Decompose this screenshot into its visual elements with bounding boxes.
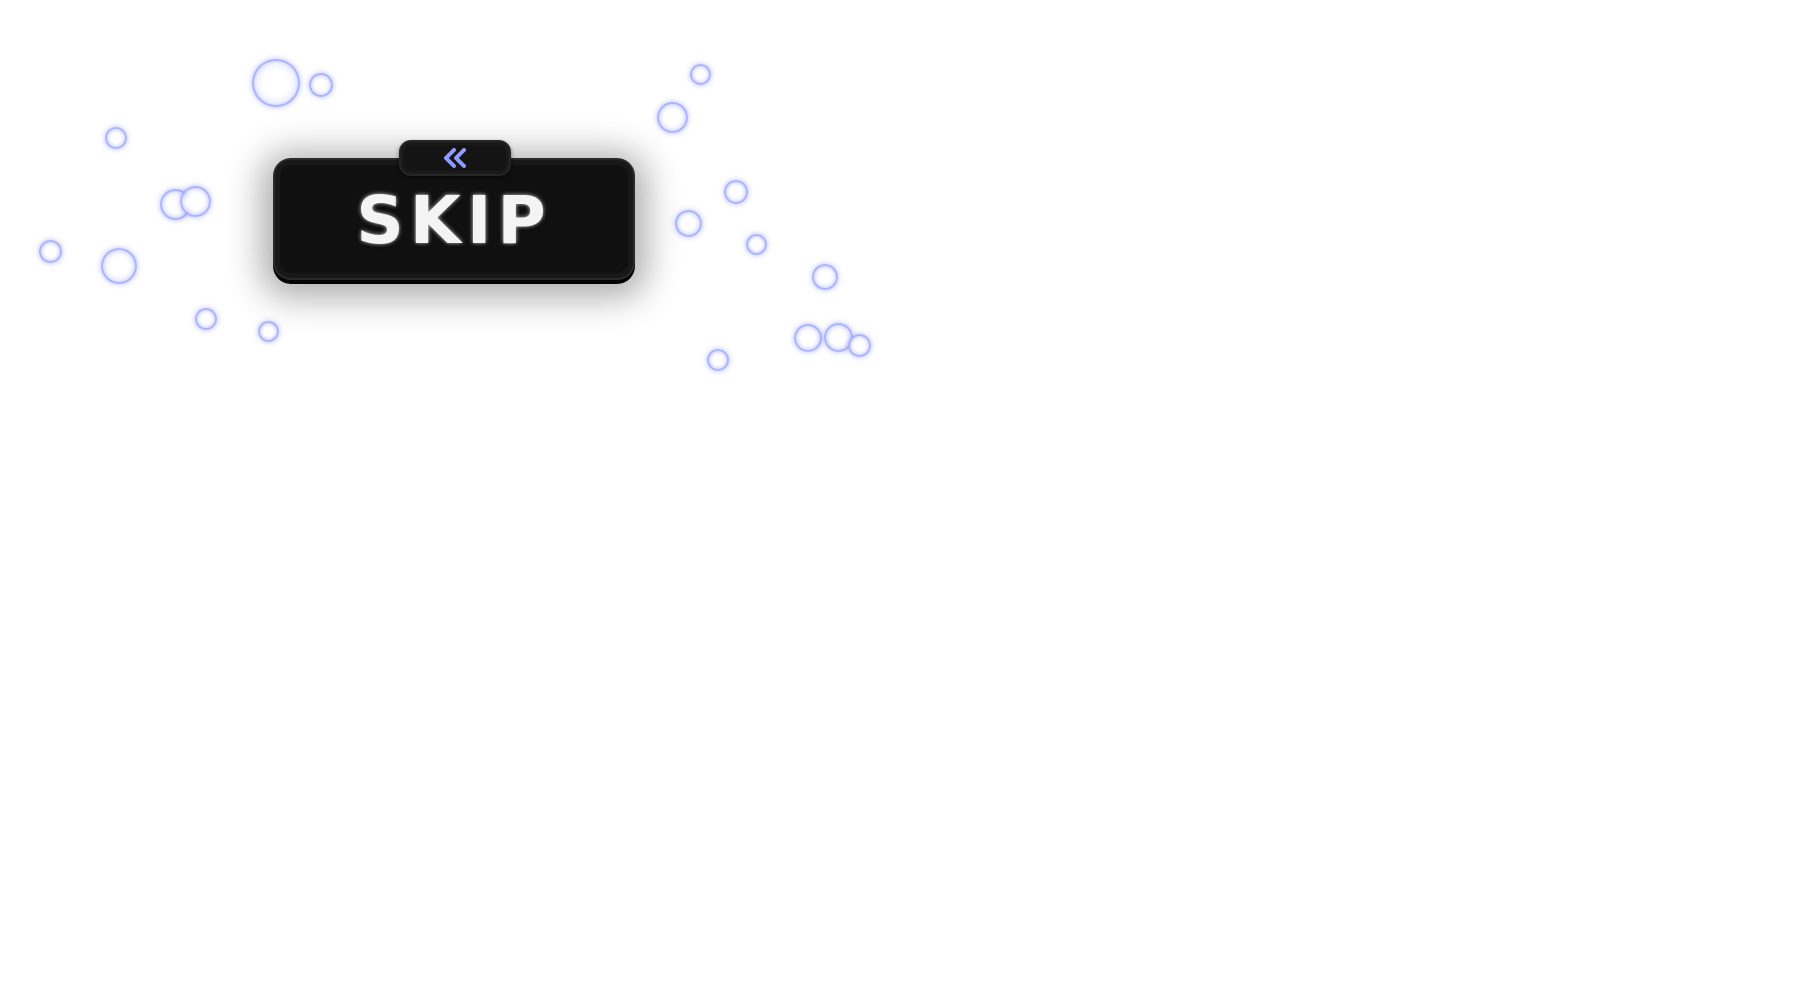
bubble-decoration — [258, 321, 279, 342]
skip-button[interactable]: SKIP — [273, 158, 635, 280]
bubble-decoration — [812, 264, 838, 290]
bubble-decoration — [180, 186, 211, 217]
bubble-decoration — [252, 59, 300, 107]
bubble-decoration — [101, 248, 137, 284]
bubble-decoration — [675, 210, 702, 237]
bubble-decoration — [848, 334, 871, 357]
double-chevron-left-icon — [444, 148, 466, 168]
bubble-decoration — [724, 180, 748, 204]
bubble-decoration — [309, 73, 333, 97]
bubble-decoration — [794, 324, 822, 352]
skip-tab[interactable] — [399, 140, 511, 176]
bubble-decoration — [657, 102, 688, 133]
bubble-decoration — [105, 127, 127, 149]
bubble-decoration — [39, 240, 62, 263]
bubble-decoration — [707, 349, 729, 371]
bubble-decoration — [746, 234, 767, 255]
bubble-decoration — [824, 323, 853, 352]
skip-button-label: SKIP — [356, 181, 552, 259]
bubble-decoration — [195, 308, 217, 330]
skip-button-group[interactable]: SKIP — [273, 140, 635, 280]
bubble-decoration — [690, 64, 711, 85]
